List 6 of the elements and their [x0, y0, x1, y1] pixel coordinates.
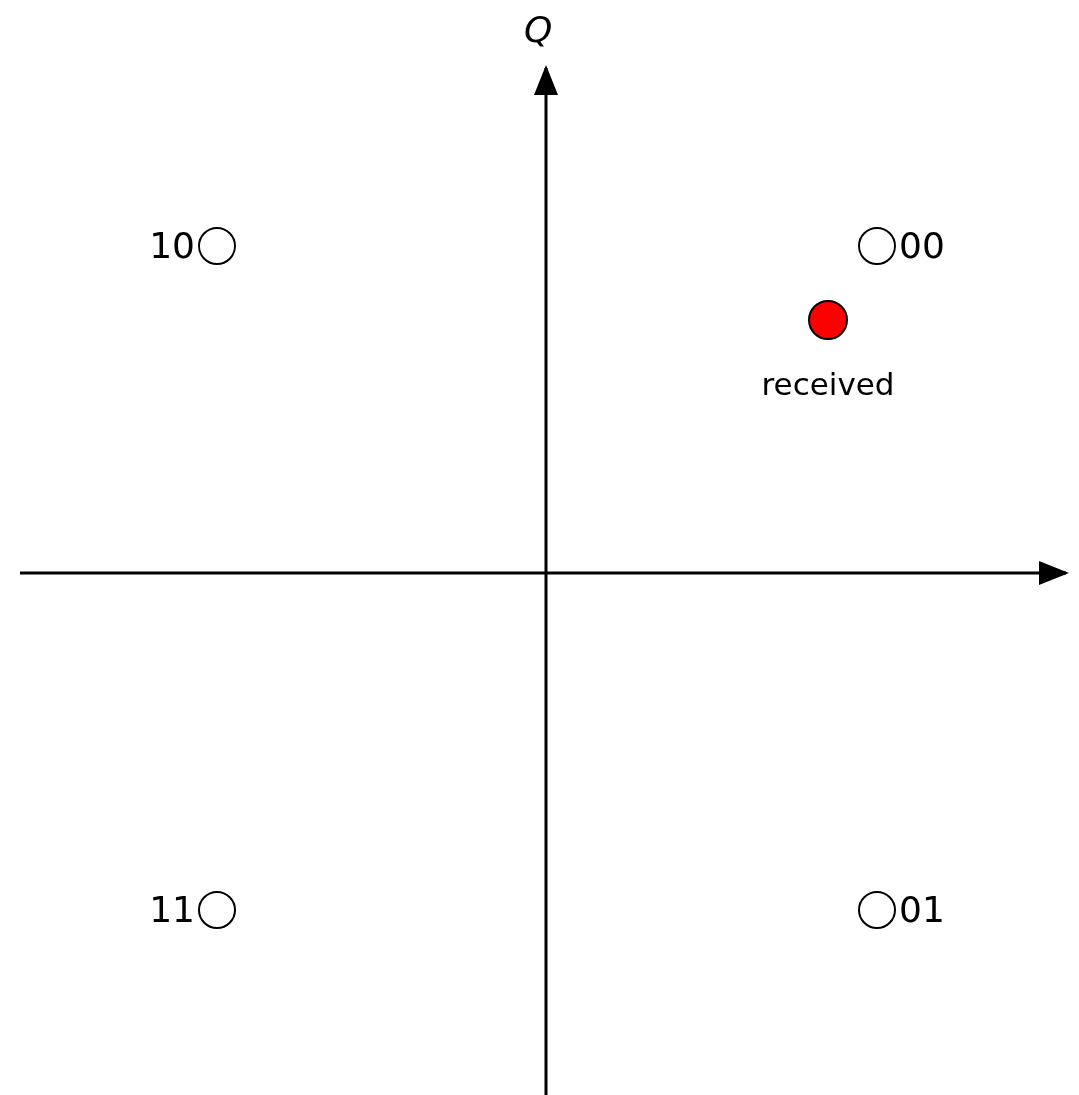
bit-label: 11 — [149, 892, 195, 928]
bit-label: 00 — [899, 228, 945, 264]
axis-label: Q — [524, 12, 553, 48]
point-label: received — [760, 369, 896, 400]
bit-label: 10 — [149, 228, 195, 264]
bit-label: 01 — [899, 892, 945, 928]
